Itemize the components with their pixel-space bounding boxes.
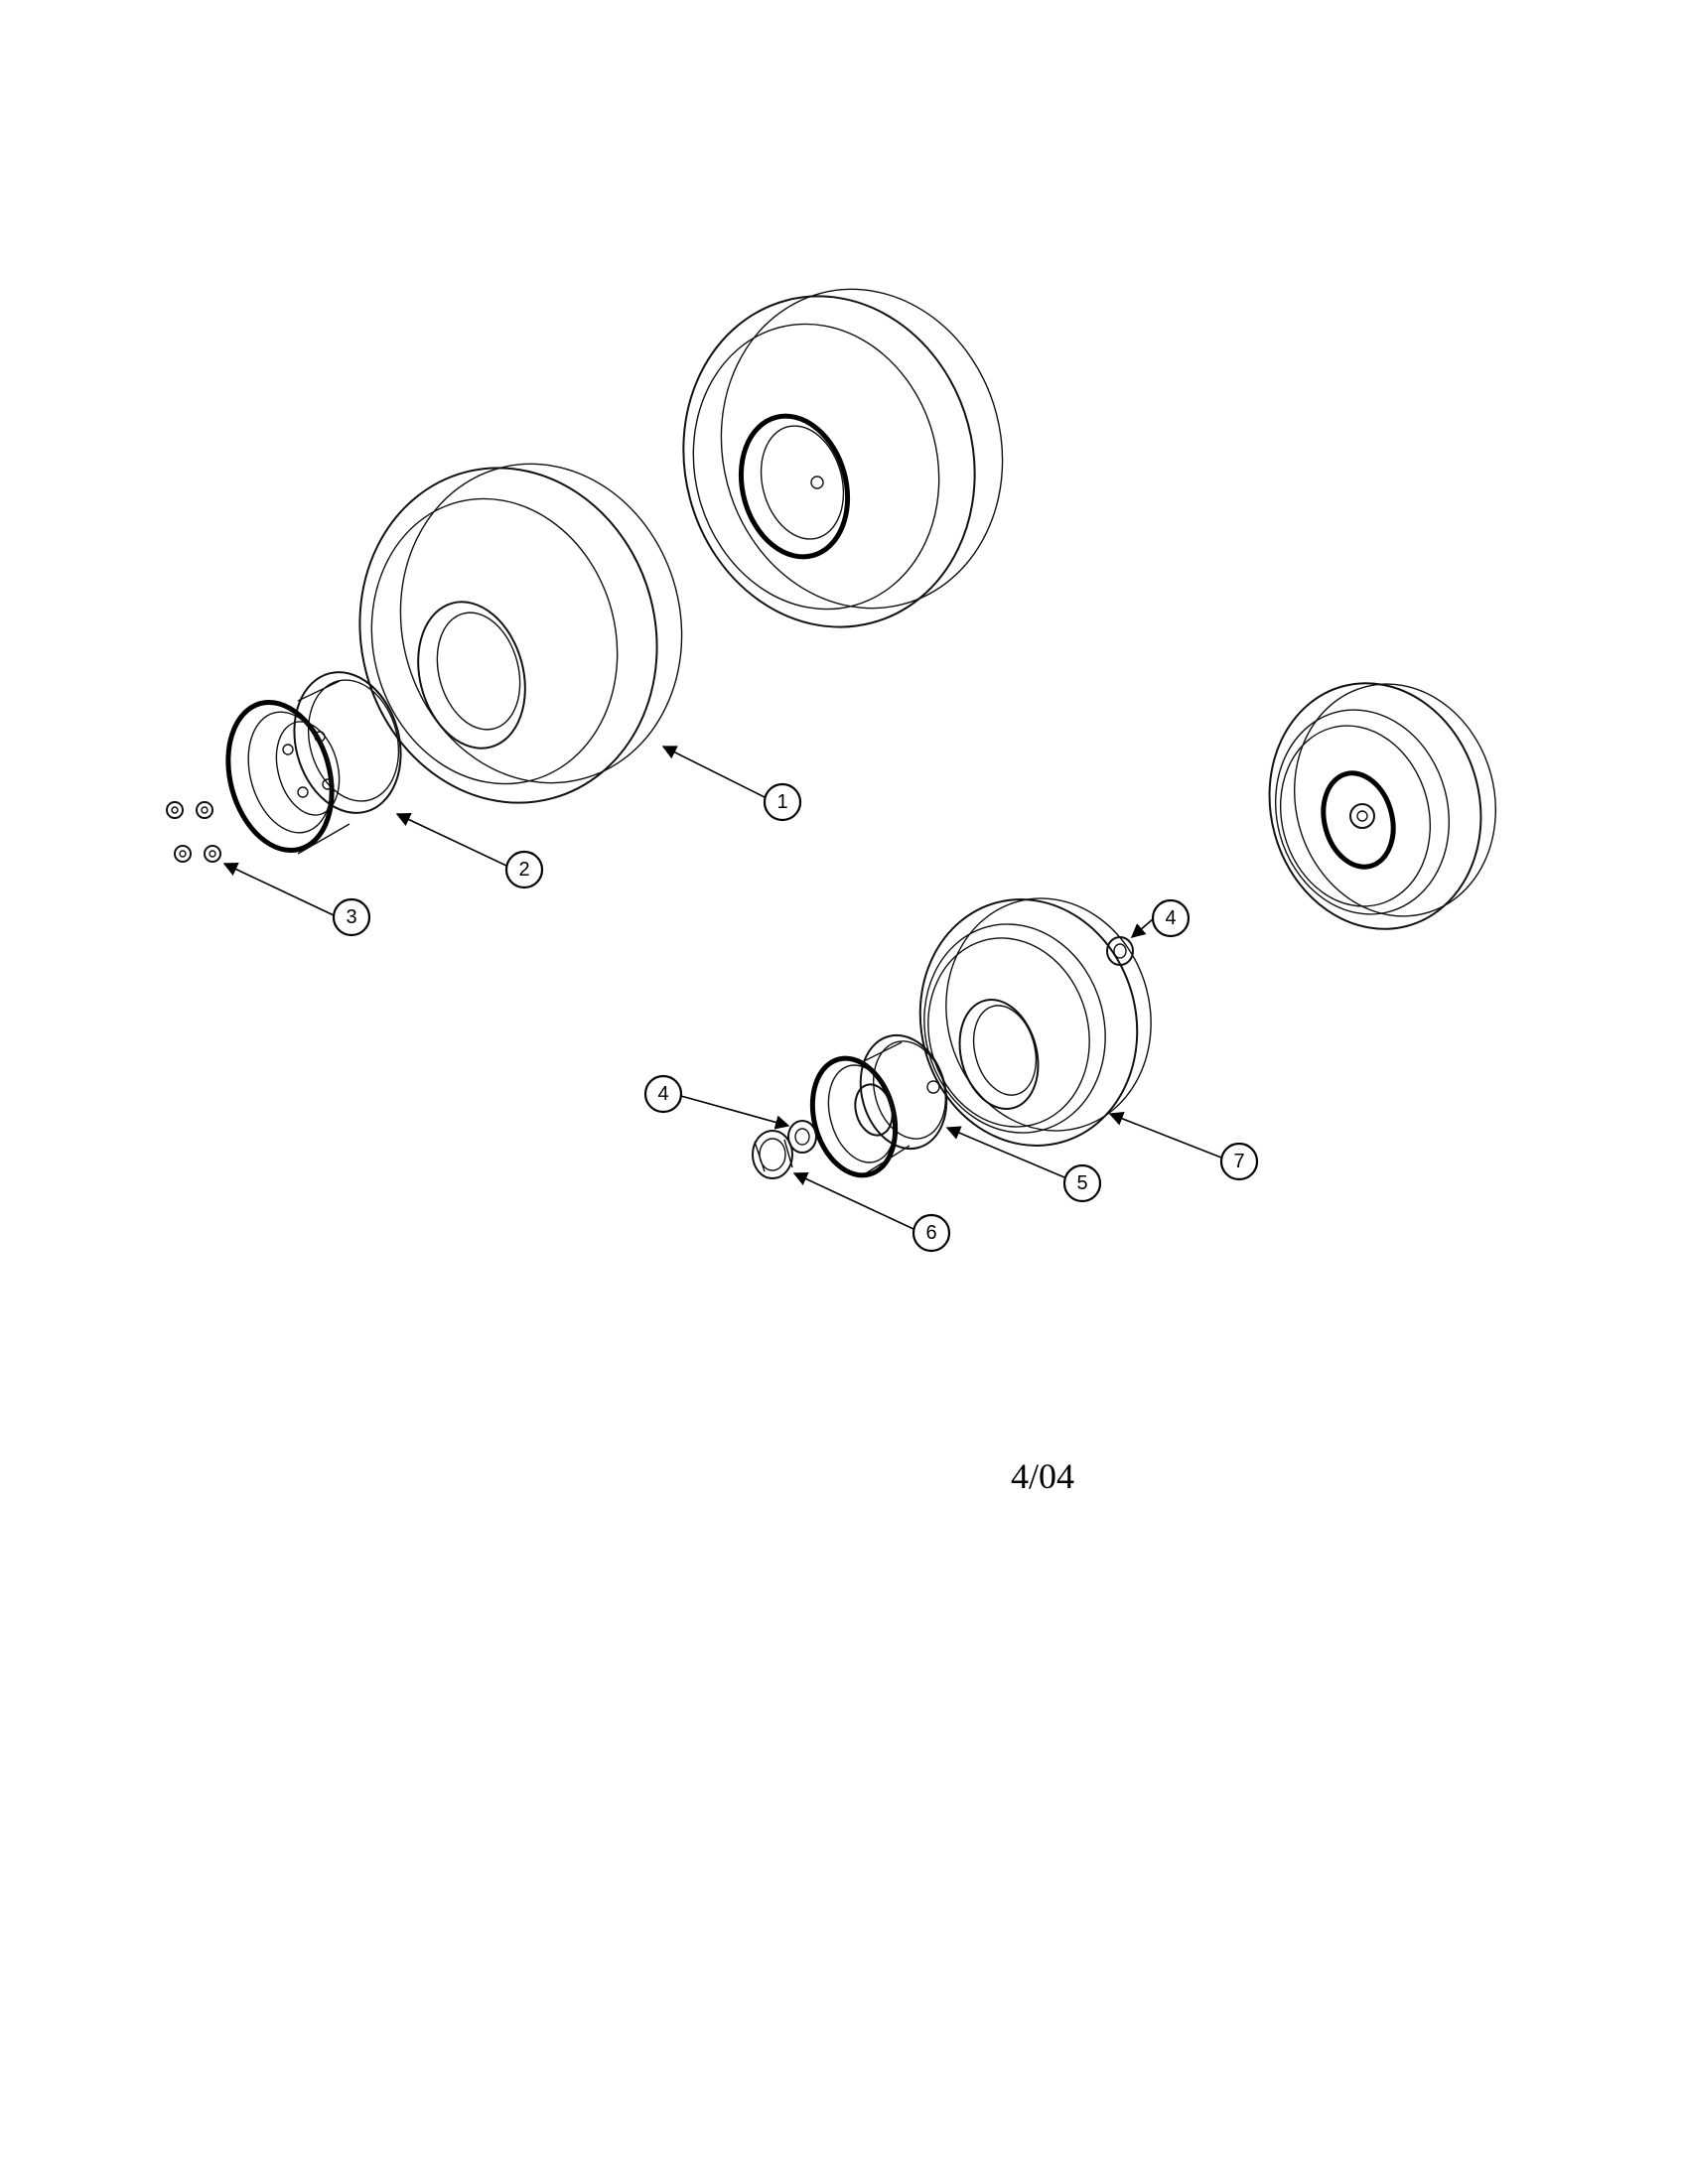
callout-7: 7	[1108, 1112, 1259, 1181]
callout-3: 3	[222, 863, 371, 937]
front-tire-illustration	[918, 897, 1152, 1147]
callout-5-label: 5	[1076, 1172, 1087, 1194]
callout-1: 1	[661, 746, 802, 822]
bearing-upper-illustration	[1106, 936, 1134, 966]
front-tire-assembled-illustration	[1268, 682, 1497, 930]
rear-tire-illustration	[358, 463, 683, 804]
callout-7-label: 7	[1233, 1151, 1244, 1172]
callout-4-lower: 4	[643, 1074, 790, 1130]
callout-3-label: 3	[346, 906, 356, 928]
callout-5: 5	[945, 1126, 1102, 1203]
rear-rim-illustration	[225, 671, 402, 855]
date-code: 4/04	[1010, 1456, 1074, 1496]
callout-2: 2	[395, 813, 544, 889]
callout-2-label: 2	[518, 859, 529, 881]
callout-4-upper-label: 4	[1165, 907, 1176, 929]
lug-nuts-illustration	[166, 801, 221, 863]
callout-4-upper: 4	[1130, 898, 1191, 938]
callout-6-label: 6	[925, 1222, 936, 1244]
callout-4-lower-label: 4	[657, 1083, 668, 1105]
hub-nut-illustration	[752, 1130, 793, 1179]
bearing-illustration	[787, 1120, 817, 1154]
front-rim-illustration	[809, 1033, 948, 1178]
callout-6: 6	[792, 1171, 951, 1253]
callout-1-label: 1	[776, 791, 787, 813]
rear-tire-assembled-illustration	[682, 288, 1004, 628]
